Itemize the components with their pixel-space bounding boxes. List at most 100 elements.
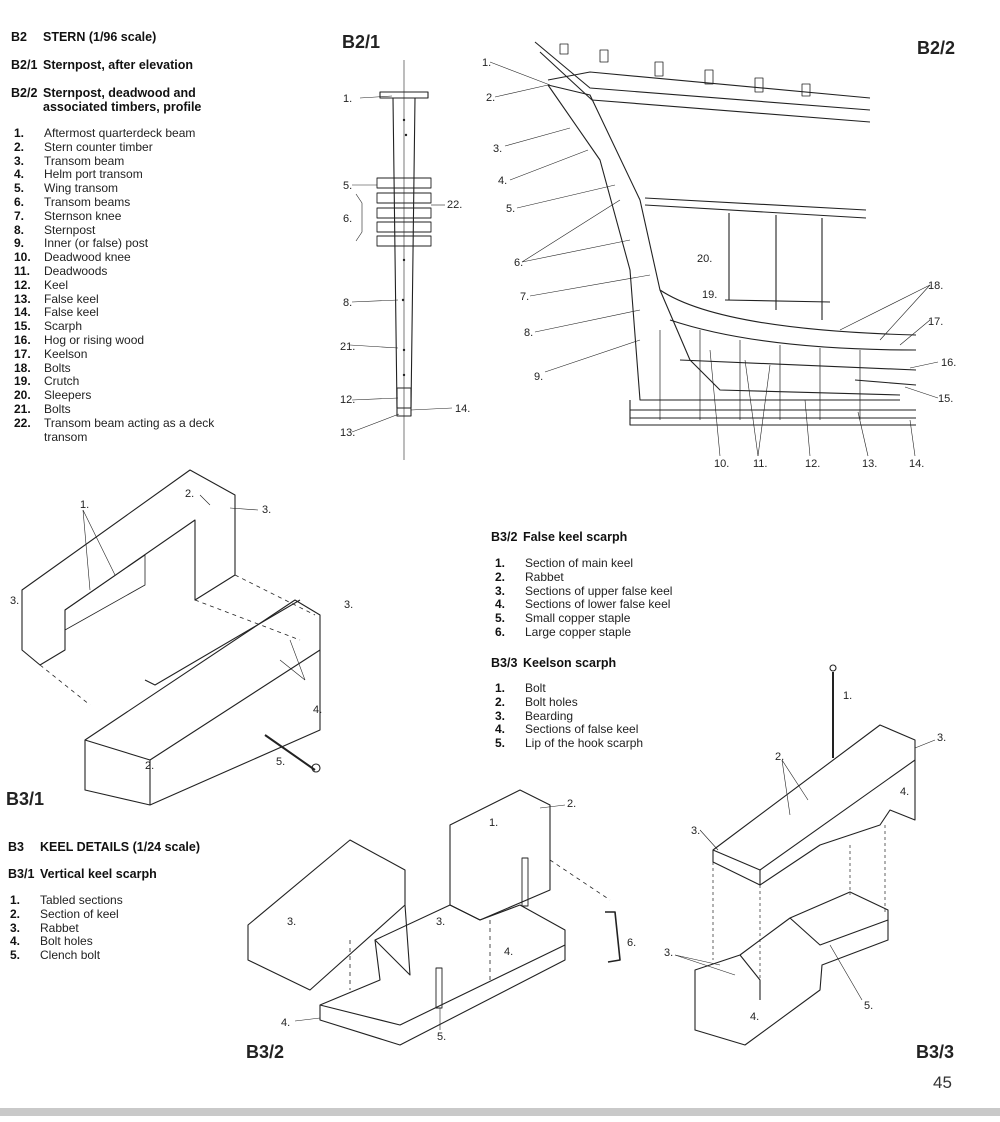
b22-callout-11: 19.	[702, 289, 717, 301]
b2-legend-item-number: 3.	[14, 153, 25, 168]
b2-legend-item: 6.Transom beams	[14, 194, 224, 210]
b22-callout-9: 9.	[534, 371, 543, 383]
b22-code: B2/2	[11, 86, 38, 100]
b2-legend-item-number: 10.	[14, 250, 31, 265]
b31-legend-item: 4.Bolt holes	[10, 934, 210, 949]
b32-legend-item-number: 2.	[495, 569, 506, 584]
b2-legend-item-text: Sleepers	[44, 388, 92, 403]
b21-callout-2: 5.	[343, 180, 352, 192]
b31-legend-item-text: Bolt holes	[40, 934, 93, 949]
b2-legend-item-text: False keel	[44, 305, 99, 320]
b32-legend-item-number: 3.	[495, 583, 506, 598]
b33-legend-item-number: 3.	[495, 708, 506, 723]
drawing-b32-false-keel-scarph	[247, 789, 621, 1046]
b33-callout-7: 4.	[750, 1011, 759, 1023]
b31-callout-1: 1.	[80, 499, 89, 511]
b33-legend-item: 5.Lip of the hook scarph	[495, 736, 715, 751]
b31-legend-item-number: 1.	[10, 893, 21, 907]
b33-callout-8: 5.	[864, 1000, 873, 1012]
b22-callout-8: 8.	[524, 327, 533, 339]
figure-label-b31: B3/1	[6, 789, 45, 809]
b31-legend-item-text: Tabled sections	[40, 893, 123, 907]
b3-code: B3	[8, 840, 24, 854]
b33-legend-item: 4.Sections of false keel	[495, 722, 715, 737]
b33-legend-item: 1. Bolt	[495, 681, 715, 696]
b22-callout-2: 2.	[486, 92, 495, 104]
b32-legend-item-text: Small copper staple	[525, 611, 631, 626]
b2-legend-item-text: Aftermost quarterdeck beam	[44, 126, 196, 140]
b2-legend-item-text: Bolts	[44, 401, 71, 416]
b33-callout-5: 4.	[900, 786, 909, 798]
b33-callout-6: 3.	[664, 947, 673, 959]
b2-legend-item-text: Inner (or false) post	[44, 236, 149, 251]
b2-legend-item-text: Deadwood knee	[44, 250, 131, 265]
b31-legend-item-text: Section of keel	[40, 906, 119, 921]
b32-title: False keel scarph	[523, 530, 628, 544]
b2-legend-item-number: 4.	[14, 167, 25, 182]
figure-label-b21: B2/1	[342, 32, 381, 52]
b2-legend-item-text: Deadwoods	[44, 263, 108, 278]
b21-callout-3: 6.	[343, 213, 352, 225]
b2-legend-item-number: 13.	[14, 291, 31, 306]
b22-callout-16: 10.	[714, 458, 729, 470]
b2-legend-item: 4. Helm port transom	[14, 167, 224, 182]
b31-callout-5: 3.	[344, 599, 353, 611]
b22-callout-15: 15.	[938, 393, 953, 405]
b32-legend-item-number: 4.	[495, 597, 506, 612]
b2-legend-item-text: Sternson knee	[44, 208, 122, 223]
b32-legend-item-number: 1.	[495, 556, 506, 570]
b31-callout-4: 3.	[10, 595, 19, 607]
b33-legend-item: 2.Bolt holes	[495, 694, 715, 710]
b22-title-line1: Sternpost, deadwood and	[43, 86, 196, 100]
b32-callout-1: 1.	[489, 817, 498, 829]
drawing-b31-keel-scarph	[21, 469, 321, 806]
b33-legend-item-text: Bolt holes	[525, 694, 578, 709]
b33-legend-item-number: 1.	[495, 681, 506, 695]
b31-title: Vertical keel scarph	[40, 867, 157, 881]
b32-legend-item-number: 5.	[495, 611, 506, 626]
b2-legend-item-text: Keelson	[44, 346, 88, 361]
b2-legend-item: 13.False keel	[14, 291, 224, 307]
b2-legend-item: 18.Bolts	[14, 361, 224, 376]
b31-legend-item: 1. Tabled sections	[10, 893, 210, 908]
figure-label-b33: B3/3	[916, 1042, 955, 1062]
b31-legend-item: 5. Clench bolt	[10, 948, 210, 963]
b22-callout-19: 13.	[862, 458, 877, 470]
b2-legend-item-number: 17.	[14, 346, 31, 361]
b33-legend-item-number: 4.	[495, 722, 506, 737]
b2-legend-item: 22.Transom beam acting as a deck transom	[14, 416, 224, 445]
b2-legend-item-text: Crutch	[44, 374, 80, 389]
b31-heading: B3/1 Vertical keel scarph	[8, 867, 157, 881]
b2-legend-item-number: 2.	[14, 139, 25, 154]
b33-legend-item-text: Bolt	[525, 681, 546, 695]
b2-legend-item-number: 21.	[14, 401, 31, 416]
b31-legend-item-number: 5.	[10, 948, 21, 963]
b2-legend-item: 2.Stern counter timber	[14, 139, 224, 155]
b32-legend-item-text: Sections of lower false keel	[525, 597, 671, 612]
b21-code: B2/1	[11, 58, 38, 72]
b31-code: B3/1	[8, 867, 35, 881]
b2-legend-item-number: 12.	[14, 277, 31, 292]
b2-legend-item-text: Transom beams	[44, 194, 131, 209]
page-bottom-rule	[0, 1108, 1000, 1116]
b2-legend-item-text: Helm port transom	[44, 167, 143, 182]
b2-legend-item: 21. Bolts	[14, 401, 224, 417]
b2-legend-item: 1.Aftermost quarterdeck beam	[14, 126, 224, 141]
b33-legend-item: 3.Bearding	[495, 708, 715, 724]
b31-callout-2: 2.	[185, 488, 194, 500]
b33-legend-item-number: 5.	[495, 736, 506, 751]
b31-legend-item-text: Clench bolt	[40, 948, 101, 963]
b2-legend-item-number: 11.	[14, 263, 31, 278]
b22-callout-18: 12.	[805, 458, 820, 470]
b33-callout-3: 3.	[691, 825, 700, 837]
b21-callout-7: 12.	[340, 394, 355, 406]
b32-legend-item: 4. Sections of lower false keel	[495, 597, 715, 612]
b31-callout-3: 3.	[262, 504, 271, 516]
b2-legend-item: 10. Deadwood knee	[14, 250, 224, 265]
